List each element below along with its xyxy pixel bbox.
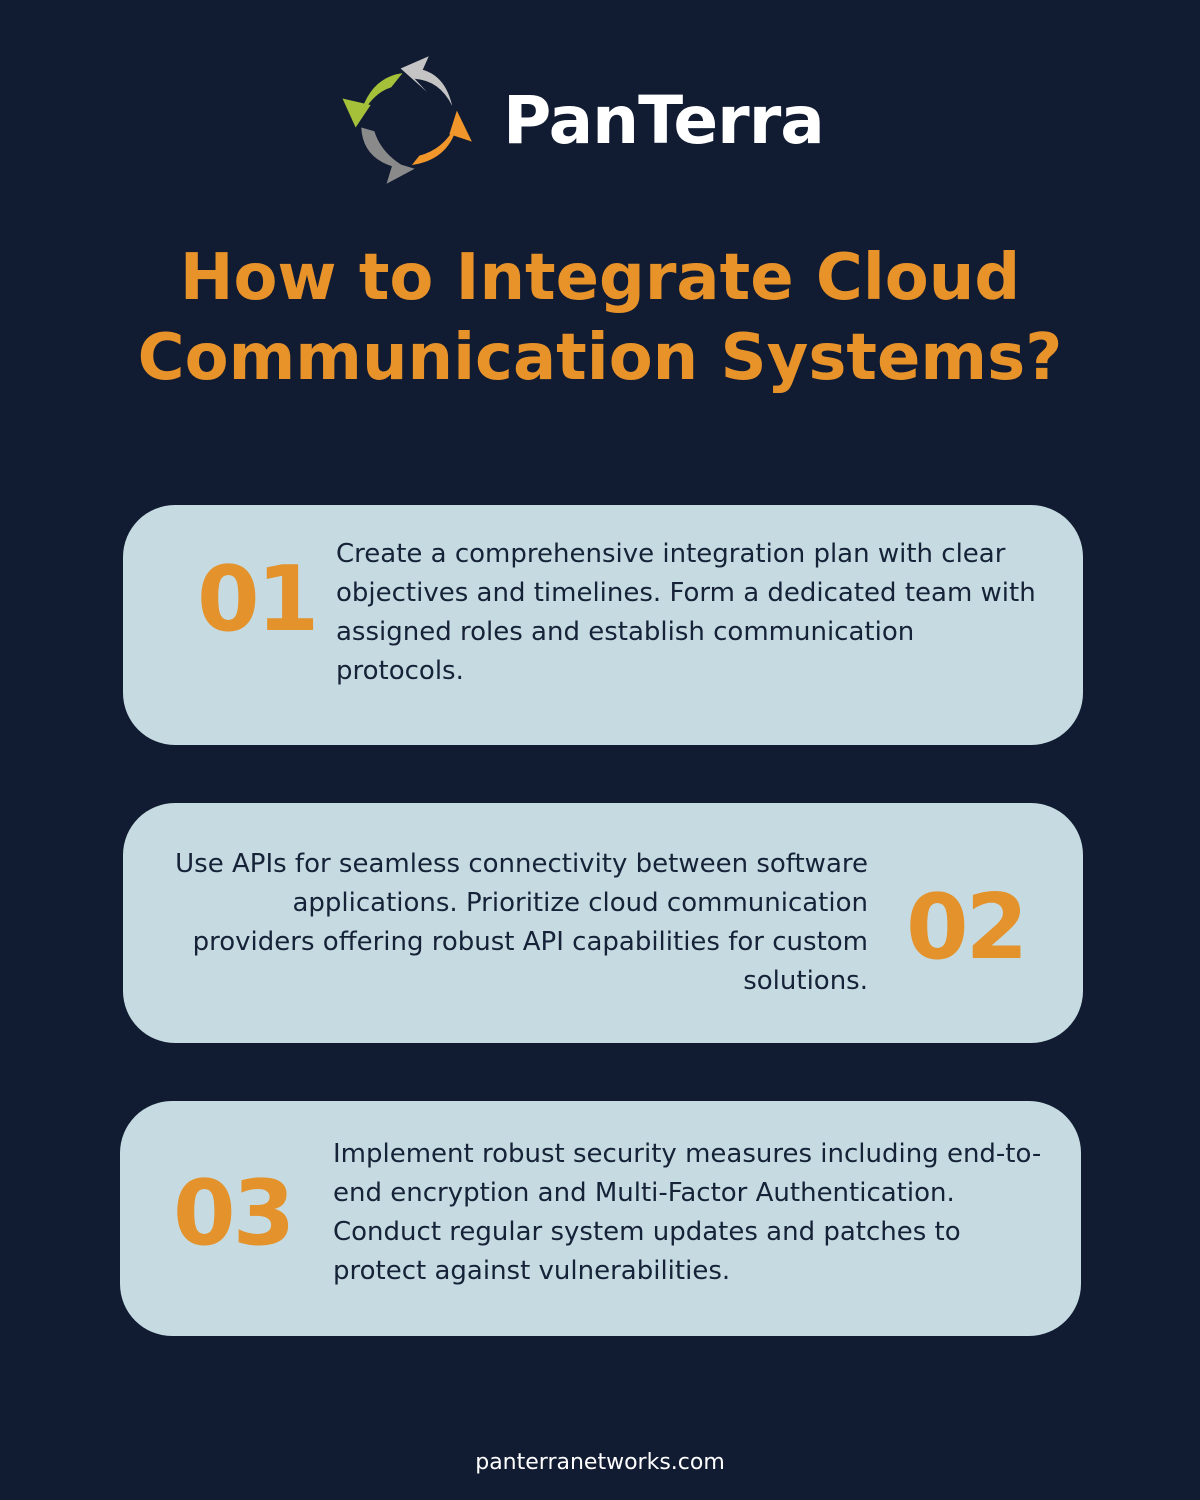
brand-logo: PanTerra xyxy=(335,45,825,195)
step-number: 02 xyxy=(906,875,1028,980)
step-card-3: 03 Implement robust security measures in… xyxy=(120,1101,1081,1336)
title-line-2: Communication Systems? xyxy=(137,321,1063,395)
step-number: 03 xyxy=(173,1161,295,1266)
brand-name: PanTerra xyxy=(503,81,825,159)
step-description: Implement robust security measures inclu… xyxy=(333,1139,1042,1286)
step-description: Create a comprehensive integration plan … xyxy=(336,539,1036,686)
footer-url[interactable]: panterranetworks.com xyxy=(475,1450,725,1475)
circular-arrows-icon xyxy=(342,56,472,184)
page-title: How to Integrate Cloud Communication Sys… xyxy=(0,238,1200,398)
step-card-2: Use APIs for seamless connectivity betwe… xyxy=(123,803,1083,1043)
title-line-1: How to Integrate Cloud xyxy=(179,241,1021,315)
step-number: 01 xyxy=(197,547,319,652)
step-card-1: 01 Create a comprehensive integration pl… xyxy=(123,505,1083,745)
step-description: Use APIs for seamless connectivity betwe… xyxy=(175,849,868,996)
